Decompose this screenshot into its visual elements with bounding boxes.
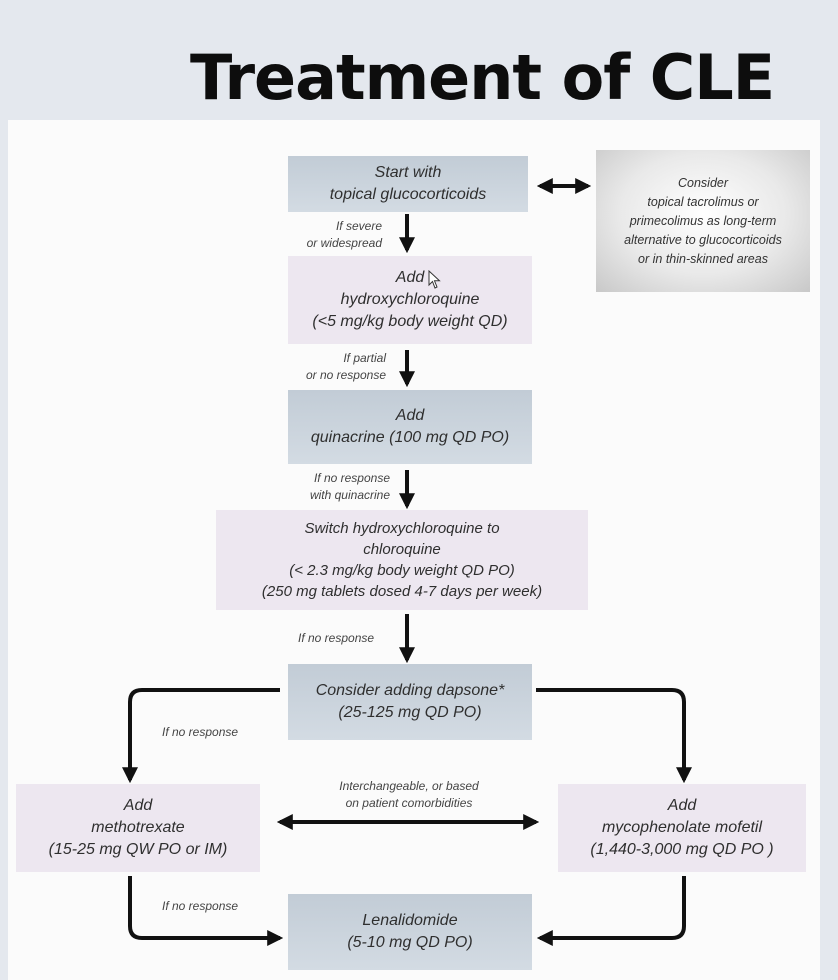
condition-line: If no response bbox=[313, 471, 390, 485]
node-line: (25-125 mg QD PO) bbox=[338, 704, 482, 721]
node-line: Add bbox=[123, 797, 153, 814]
node-line: chloroquine bbox=[363, 541, 441, 558]
node-consider-tacrolimus: Consider topical tacrolimus or primecoli… bbox=[596, 150, 810, 292]
node-add-mycophenolate: Add mycophenolate mofetil (1,440-3,000 m… bbox=[558, 784, 806, 872]
node-line: Consider bbox=[677, 175, 729, 190]
node-line: primecolimus as long-term bbox=[629, 213, 777, 228]
condition-no-response-quinacrine: If no response with quinacrine bbox=[270, 470, 390, 504]
node-line: topical tacrolimus or bbox=[647, 194, 759, 209]
node-line: Switch hydroxychloroquine to bbox=[304, 520, 500, 537]
node-line: (<5 mg/kg body weight QD) bbox=[312, 313, 508, 330]
node-add-hydroxychloroquine: Add hydroxychloroquine (<5 mg/kg body we… bbox=[288, 256, 532, 344]
condition-line: or no response bbox=[305, 368, 386, 382]
arrow-mmf-lenalidomide bbox=[536, 876, 686, 946]
node-line: Consider adding dapsone* bbox=[315, 682, 505, 699]
node-line: Start with bbox=[374, 164, 442, 181]
condition-interchangeable: Interchangeable, or based on patient com… bbox=[300, 778, 518, 812]
condition-line: If no response bbox=[298, 631, 375, 645]
condition-no-response-bottom: If no response bbox=[162, 898, 238, 915]
condition-no-response-chloroquine: If no response bbox=[298, 630, 374, 647]
condition-if-partial: If partial or no response bbox=[280, 350, 386, 384]
condition-line: If no response bbox=[162, 725, 239, 739]
node-lenalidomide: Lenalidomide (5-10 mg QD PO) bbox=[288, 894, 532, 970]
node-consider-dapsone: Consider adding dapsone* (25-125 mg QD P… bbox=[288, 664, 532, 740]
node-line: Add bbox=[395, 269, 425, 286]
mouse-pointer-icon bbox=[428, 270, 441, 289]
condition-line: on patient comorbidities bbox=[345, 796, 473, 810]
node-line: methotrexate bbox=[91, 819, 185, 836]
node-line: alternative to glucocorticoids bbox=[624, 232, 782, 247]
node-line: (15-25 mg QW PO or IM) bbox=[48, 841, 228, 858]
node-line: quinacrine (100 mg QD PO) bbox=[310, 429, 510, 446]
node-line: (1,440-3,000 mg QD PO ) bbox=[590, 841, 774, 858]
node-add-methotrexate: Add methotrexate (15-25 mg QW PO or IM) bbox=[16, 784, 260, 872]
condition-line: or widespread bbox=[306, 236, 382, 250]
condition-line: with quinacrine bbox=[309, 488, 390, 502]
node-line: Lenalidomide bbox=[362, 912, 458, 929]
condition-line: If partial bbox=[343, 351, 386, 365]
node-line: (250 mg tablets dosed 4-7 days per week) bbox=[261, 583, 543, 600]
arrow-dapsone-methotrexate bbox=[122, 688, 280, 784]
condition-no-response-left: If no response bbox=[162, 724, 238, 741]
node-line: Add bbox=[667, 797, 697, 814]
node-switch-to-chloroquine: Switch hydroxychloroquine to chloroquine… bbox=[216, 510, 588, 610]
condition-line: Interchangeable, or based bbox=[339, 779, 479, 793]
condition-line: If severe bbox=[335, 219, 382, 233]
node-line: or in thin-skinned areas bbox=[638, 251, 768, 266]
slide-title: Treatment of CLE bbox=[190, 41, 775, 114]
node-line: (5-10 mg QD PO) bbox=[347, 934, 473, 951]
arrow-methotrexate-lenalidomide bbox=[128, 876, 284, 946]
node-start-topical-glucocorticoids: Start with topical glucocorticoids bbox=[288, 156, 528, 212]
node-line: (< 2.3 mg/kg body weight QD PO) bbox=[289, 562, 515, 579]
node-line: Add bbox=[395, 407, 425, 424]
node-line: topical glucocorticoids bbox=[329, 186, 487, 203]
arrow-dapsone-mmf bbox=[536, 688, 692, 784]
node-line: hydroxychloroquine bbox=[340, 291, 480, 308]
node-add-quinacrine: Add quinacrine (100 mg QD PO) bbox=[288, 390, 532, 464]
condition-if-severe: If severe or widespread bbox=[290, 218, 382, 252]
node-line: mycophenolate mofetil bbox=[601, 819, 763, 836]
condition-line: If no response bbox=[162, 899, 239, 913]
